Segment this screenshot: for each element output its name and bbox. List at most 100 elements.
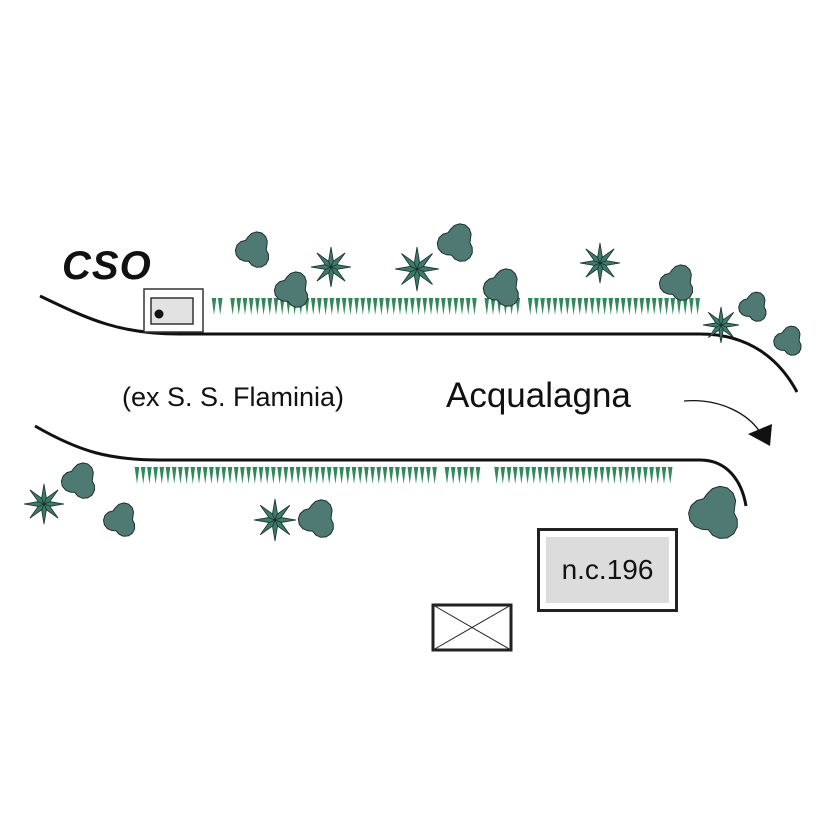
hedge-icon [403, 298, 409, 315]
hedge-icon [341, 298, 347, 315]
hedge-icon [620, 298, 626, 315]
hedge-icon [351, 467, 357, 484]
hedge-icon [348, 298, 353, 315]
hedge-icon [682, 298, 688, 315]
hedge-icon [317, 298, 322, 315]
hedge-icon [391, 298, 397, 315]
hedge-icon [649, 467, 654, 484]
hedge-icon [242, 298, 248, 315]
hedge-icon [376, 467, 382, 484]
hedge-icon [565, 298, 570, 315]
hedge-icon [326, 467, 332, 484]
hedge-icon [577, 298, 583, 315]
hedge-icon [329, 298, 335, 315]
hedge-icon [664, 298, 669, 315]
hedge-icon [397, 298, 403, 315]
hedge-icon [589, 298, 595, 315]
hedge-icon [209, 467, 214, 484]
hedge-icon [410, 298, 415, 315]
hedge-icon [279, 298, 285, 315]
hedge-icon [645, 298, 651, 315]
hedge-icon [434, 298, 440, 315]
hedge-icon [215, 467, 220, 484]
hedge-icon [605, 467, 611, 484]
hedge-icon [248, 298, 254, 315]
hedge-icon [432, 467, 437, 484]
hedge-icon [630, 467, 636, 484]
hedge-icon [289, 467, 295, 484]
hedge-icon [264, 467, 270, 484]
hedge-icon [655, 467, 661, 484]
hedge-icon [140, 467, 146, 484]
hedge-icon [308, 467, 313, 484]
hedge-icon [401, 467, 406, 484]
hedge-icon [178, 467, 183, 484]
hedge-icon [540, 298, 545, 315]
hedge-icon [217, 298, 223, 315]
hedge-icon [543, 467, 549, 484]
crossed-box-icon [431, 603, 513, 652]
hedge-icon [670, 298, 676, 315]
hedge-icon [450, 467, 456, 484]
hedge-icon [345, 467, 351, 484]
star-tree-icon [310, 246, 352, 288]
hedge-icon [372, 298, 378, 315]
hedge-icon [525, 467, 530, 484]
hedge-icon [364, 467, 369, 484]
star-tree-icon [23, 483, 65, 525]
hedge-icon [240, 467, 245, 484]
hedge-icon [385, 298, 390, 315]
hedge-icon [552, 298, 558, 315]
hedge-icon [531, 467, 537, 484]
hedge-icon [196, 467, 202, 484]
cso-label: CSO [62, 244, 152, 288]
round-tree-icon [658, 264, 694, 301]
hedge-icon [419, 467, 425, 484]
hedge-icon [236, 298, 242, 315]
hedge-icon [413, 467, 419, 484]
hedge-icon [230, 298, 235, 315]
hedge-icon [689, 298, 694, 315]
hedge-icon [484, 298, 490, 315]
hedge-icon [581, 467, 586, 484]
star-tree-icon [394, 246, 440, 292]
hedge-icon [636, 467, 642, 484]
hedge-icon [295, 467, 301, 484]
hedge-icon [587, 467, 592, 484]
hedge-icon [221, 467, 227, 484]
star-tree-icon [253, 498, 297, 542]
hedge-icon [261, 298, 266, 315]
hedge-icon [320, 467, 326, 484]
hedge-icon [612, 467, 617, 484]
hedge-icon [469, 467, 475, 484]
hedge-icon [171, 467, 177, 484]
town-label: Acqualagna [446, 376, 631, 415]
trees [23, 223, 802, 542]
hedge-icon [335, 298, 341, 315]
hedge-icon [490, 298, 496, 315]
round-tree-icon [102, 502, 136, 537]
hedge-icon [246, 467, 251, 484]
hedge-icon [643, 467, 648, 484]
hedge-icon [608, 298, 614, 315]
hedge-icon [360, 298, 366, 315]
hedge-icon [453, 298, 459, 315]
hedge-icon [457, 467, 462, 484]
hedge-icon [571, 298, 576, 315]
hedge-icon [255, 298, 260, 315]
hedge-icon [568, 467, 574, 484]
hedge-icon [314, 467, 320, 484]
round-tree-icon [688, 485, 738, 539]
hedge-icon [366, 298, 372, 315]
hedge-icon [472, 298, 477, 315]
hedge-icon [233, 467, 239, 484]
round-tree-icon [297, 499, 334, 538]
hedge-icon [556, 467, 561, 484]
round-tree-icon [436, 223, 473, 262]
hedge-icon [165, 467, 171, 484]
hedge-icon [444, 467, 450, 484]
hedge-icon [370, 467, 375, 484]
hedge-icon [599, 467, 605, 484]
hedge-icon [558, 298, 564, 315]
